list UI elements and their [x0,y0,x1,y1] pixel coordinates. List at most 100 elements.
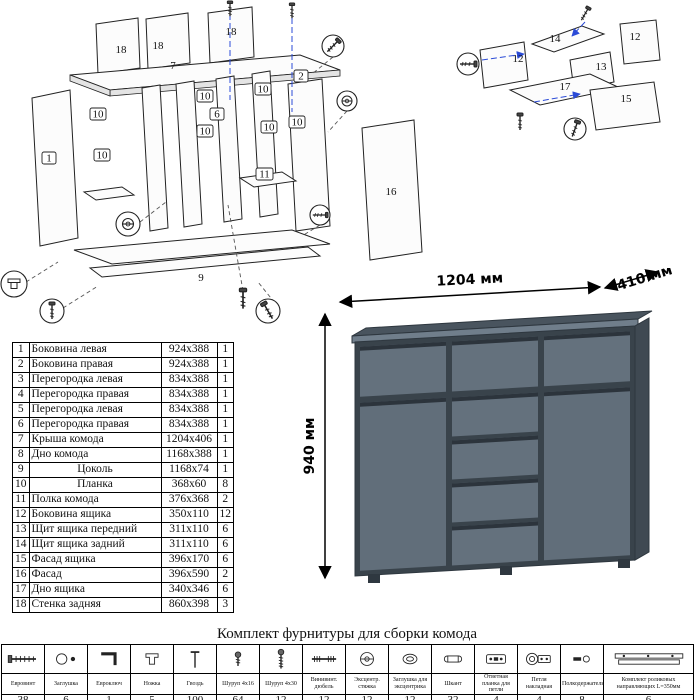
drawer-front [360,341,446,397]
part-name: Дно ящика [28,582,162,598]
part-label: 10 [258,84,270,96]
part-number: 15 [12,552,30,568]
part-qty: 1 [216,357,234,373]
part-size: 834x388 [160,402,218,418]
left-side-panel [31,89,79,247]
part-name: Перегородка правая [28,417,162,433]
part-size: 834x388 [160,372,218,388]
wood-dowel-icon [431,644,475,674]
part-qty: 8 [216,477,234,493]
part-size: 1204x406 [160,432,218,448]
hardware-qty: 32 [431,693,475,700]
part-qty: 1 [216,372,234,388]
part-number: 8 [12,447,30,463]
part-label: 11 [259,169,270,181]
hardware-label: Заглушка для эксцентрика [388,673,432,695]
part-number: 14 [12,537,30,553]
hardware-label: Евроключ [87,673,131,695]
part-size: 311x110 [160,522,218,538]
top-panel-edge [69,74,111,97]
part-qty: 1 [216,387,234,403]
drawer-assembly-arrows [481,21,586,103]
part-qty: 2 [216,492,234,508]
part-label: 6 [214,109,220,121]
hardware-qty: 6 [603,693,694,700]
hardware-label: Евровинт [1,673,45,695]
hardware-qty: 64 [216,693,260,700]
drawer-slide-icon [603,644,694,674]
drawer-part-labels: 14 12 12 13 17 15 [513,31,641,105]
hardware-label: Гвоздь [173,673,217,695]
hardware-qty: 4 [517,693,561,700]
part-name: Планка [28,477,162,493]
partition-panel [141,84,169,232]
cam-cap-icon [388,644,432,674]
hardware-label: Петля накладная [517,673,561,695]
part-qty: 6 [216,552,234,568]
part-name: Фасад ящика [28,552,162,568]
hardware-kit-title: Комплект фурнитуры для сборки комода [216,626,477,642]
part-label: 18 [226,26,238,38]
hardware-qty: 12 [302,693,346,700]
part-name: Цоколь [28,462,162,478]
drawer-panels [479,19,661,131]
part-size: 368x60 [160,477,218,493]
bottom-panel [73,229,331,265]
hinge-icon [517,644,561,674]
part-qty: 6 [216,582,234,598]
loose-screw-icon [516,112,524,131]
confirmat-screw-icon [1,644,45,674]
door-front [360,397,446,571]
part-name: Щит ящика задний [28,537,162,553]
part-qty: 6 [216,522,234,538]
part-qty: 1 [216,417,234,433]
depth-dimension-label: 410 мм [615,268,674,294]
main-exploded-diagram: 18 18 18 7 1 2 6 11 16 9 10 10 10 10 10 [0,0,423,324]
hardware-qty: 12 [259,693,303,700]
drawer-front [452,521,538,566]
hardware-kit-table: Евровинт Заглушка Евроключ Ножка Гвоздь … [1,644,694,700]
part-label: 2 [298,71,304,83]
part-name: Дно комода [28,447,162,463]
hardware-label-row: Евровинт Заглушка Евроключ Ножка Гвоздь … [1,673,694,695]
hardware-label: Винивинт. дюбель [302,673,346,695]
dresser-foot [500,566,512,575]
part-number: 10 [12,477,30,493]
dresser-render: 1204 мм 410 мм 940 мм [302,268,674,583]
cabinet-panels [31,6,423,278]
part-name: Боковина левая [28,342,162,358]
part-number: 18 [12,597,30,613]
hardware-qty: 8 [560,693,604,700]
screw-long-icon [259,644,303,674]
part-label: 16 [386,186,398,198]
part-number: 2 [12,357,30,373]
hardware-label: Шкант [431,673,475,695]
part-label: 18 [116,44,128,56]
width-dimension-label: 1204 мм [436,270,503,289]
nail-icon [173,644,217,674]
part-size: 924x388 [160,342,218,358]
hardware-qty: 6 [44,693,88,700]
part-label: 10 [264,122,276,134]
part-size: 350x110 [160,507,218,523]
part-label: 18 [153,40,165,52]
dresser-foot [618,559,630,568]
part-name: Перегородка левая [28,402,162,418]
shelf-pin-icon [560,644,604,674]
part-qty: 6 [216,537,234,553]
part-label: 12 [630,31,641,43]
hardware-qty: 4 [474,693,518,700]
screw-short-icon [216,644,260,674]
part-label: 13 [596,61,608,73]
hardware-label: Комплект роликовых направляющих L=350мм [603,673,694,695]
